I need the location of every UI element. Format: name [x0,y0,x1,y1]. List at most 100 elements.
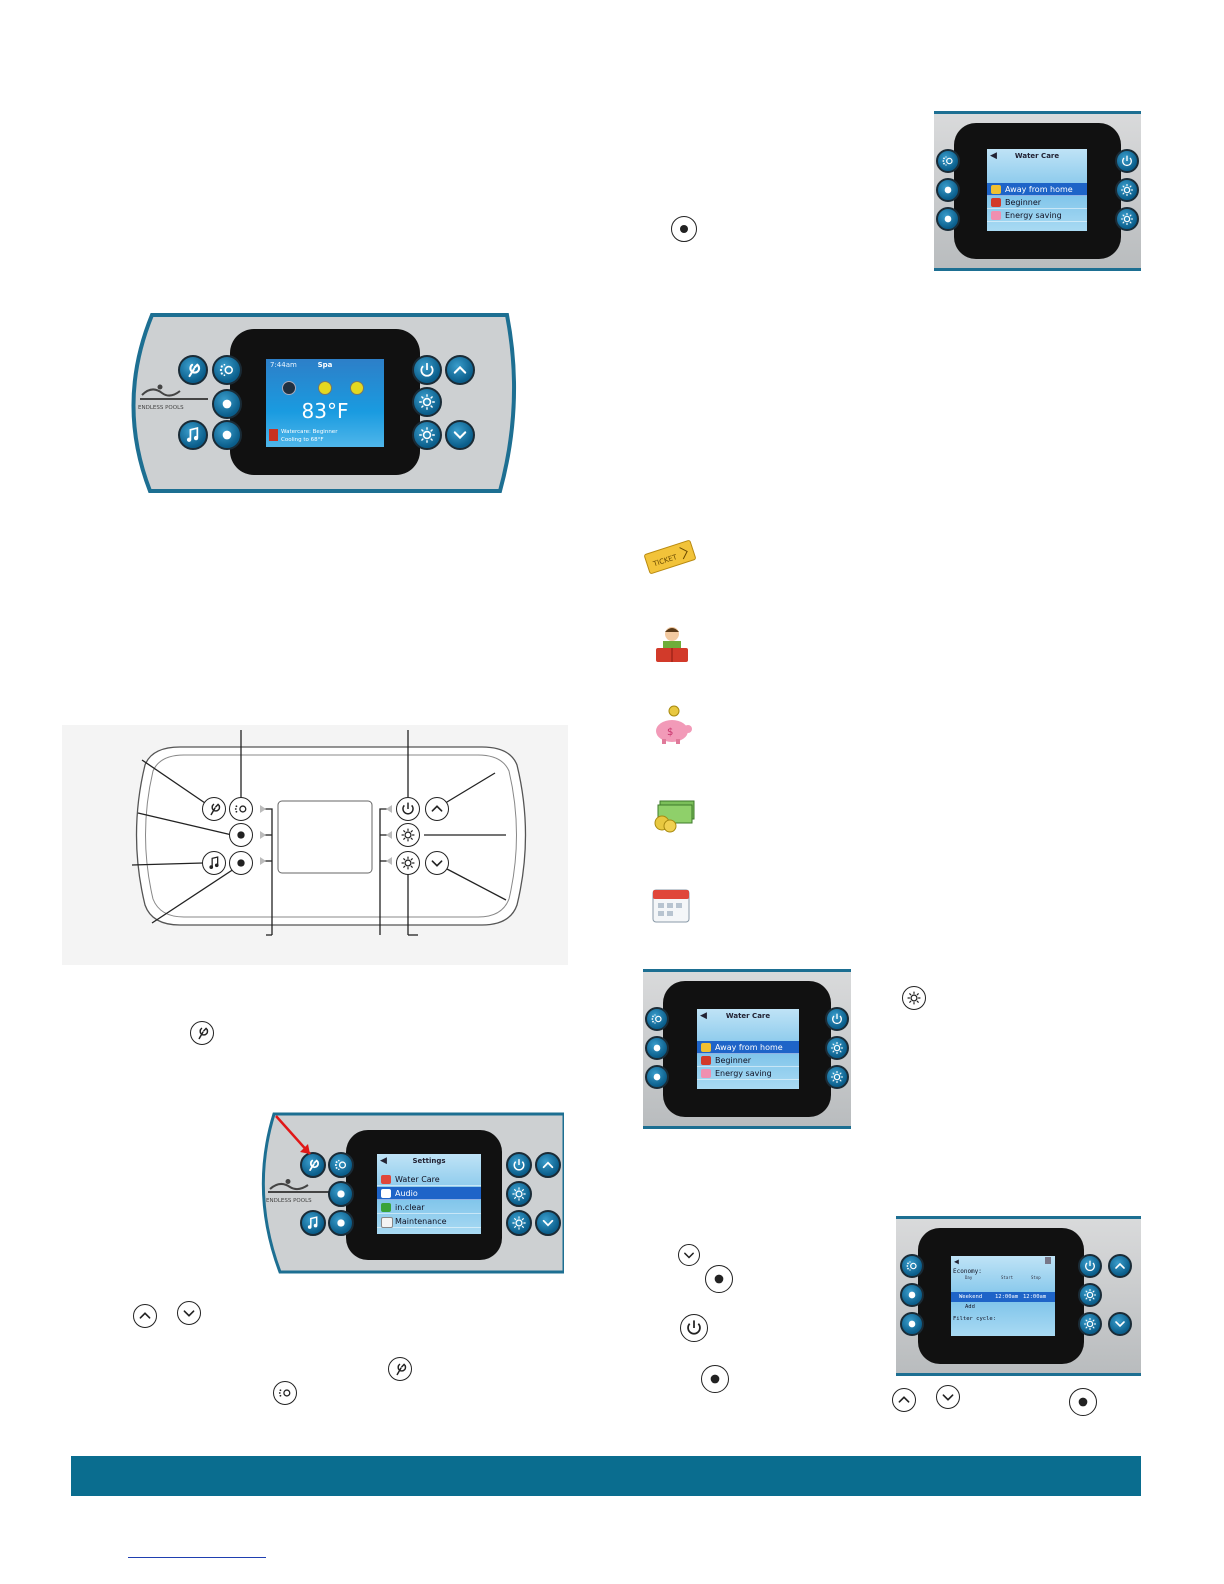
pointer-arrow [275,1115,311,1155]
select-button[interactable] [212,389,242,419]
light-button[interactable] [1115,178,1139,202]
down-button[interactable] [1108,1312,1132,1336]
ticket-icon: TICKET [642,537,698,577]
power-button[interactable] [1078,1254,1102,1278]
power-button[interactable] [1115,149,1139,173]
list-item[interactable]: Maintenance [377,1215,481,1228]
water-care-panel-top: ◀ Water Care Away from home Beginner Ene… [934,111,1141,271]
schedule-panel: ◀ Economy: Day Start Stop Weekend 12:00a… [896,1216,1141,1376]
power-button-icon [680,1314,708,1342]
music-note-icon [381,1189,391,1198]
select-button-2[interactable] [229,851,253,875]
select-button[interactable] [328,1181,354,1207]
light-button-2[interactable] [506,1210,532,1236]
list-item[interactable]: Beginner [987,196,1087,209]
up-button-icon [892,1388,916,1412]
jets-button[interactable] [229,797,253,821]
select-button[interactable] [936,178,960,202]
endless-pools-logo: ENDLESS POOLS [138,383,218,413]
light-button-2[interactable] [396,851,420,875]
water-care-screen: ◀ Water Care Away from home Beginner Ene… [697,1009,799,1089]
back-arrow-icon[interactable]: ◀ [990,151,997,161]
mode-label: Spa [317,361,333,369]
button-layout-diagram [62,725,568,965]
jets-button[interactable] [936,149,960,173]
select-button-icon [671,216,697,242]
select-button-2[interactable] [900,1312,924,1336]
main-display: 7:44am Spa 83°F Watercare: Beginner Cool… [266,359,384,447]
select-button[interactable] [229,823,253,847]
power-button[interactable] [825,1007,849,1031]
light-button-2[interactable] [412,420,442,450]
back-arrow-icon[interactable]: ◀ [954,1257,959,1266]
select-button[interactable] [900,1283,924,1307]
select-button-2[interactable] [328,1210,354,1236]
piggy-bank-icon [991,211,1001,220]
power-button[interactable] [506,1152,532,1178]
water-care-screen: ◀ Water Care Away from home Beginner Ene… [987,149,1087,231]
select-button-icon [705,1265,733,1293]
schedule-row[interactable]: Weekend 12:00am 12:00am [951,1292,1055,1302]
jets-button[interactable] [645,1007,669,1031]
jets-button[interactable] [212,355,242,385]
list-item[interactable]: Away from home [697,1041,799,1054]
light-button[interactable] [1078,1283,1102,1307]
light-button-2[interactable] [1115,207,1139,231]
indicator-light-1 [318,381,332,395]
select-button-2[interactable] [645,1065,669,1089]
list-item[interactable]: Beginner [697,1054,799,1067]
trash-icon[interactable] [1045,1257,1051,1264]
svg-text:$: $ [667,727,673,738]
water-care-panel-mid: ◀ Water Care Away from home Beginner Ene… [643,969,851,1129]
light-button[interactable] [825,1036,849,1060]
filter-cycle-label: Filter cycle: [953,1316,997,1322]
add-entry[interactable]: Add [965,1304,975,1310]
col-start: Start [1001,1275,1014,1280]
indicator-light-2 [350,381,364,395]
list-item[interactable]: Energy saving [697,1067,799,1080]
light-button[interactable] [506,1181,532,1207]
beginner-reader-icon [991,198,1001,207]
down-button[interactable] [535,1210,561,1236]
light-button-2[interactable] [825,1065,849,1089]
list-item[interactable]: Away from home [987,183,1087,196]
light-button[interactable] [396,823,420,847]
select-button[interactable] [645,1036,669,1060]
up-button[interactable] [445,355,475,385]
select-button-2[interactable] [936,207,960,231]
power-button[interactable] [412,355,442,385]
light-button-2[interactable] [1078,1312,1102,1336]
settings-button[interactable] [300,1152,326,1178]
power-button[interactable] [396,797,420,821]
audio-button[interactable] [300,1210,326,1236]
back-arrow-icon[interactable]: ◀ [700,1011,707,1021]
audio-button[interactable] [178,420,208,450]
screen-title: Water Care [1014,152,1060,160]
light-button[interactable] [412,387,442,417]
up-button[interactable] [1108,1254,1132,1278]
list-item[interactable]: in.clear [377,1201,481,1214]
jets-button[interactable] [328,1152,354,1178]
footer-bar [71,1456,1141,1496]
jets-button[interactable] [900,1254,924,1278]
settings-button[interactable] [202,797,226,821]
down-button-icon [678,1244,700,1266]
back-arrow-icon[interactable]: ◀ [380,1156,387,1166]
main-control-panel: 7:44am Spa 83°F Watercare: Beginner Cool… [122,313,526,493]
piggy-bank-icon: $ [650,705,694,745]
down-button[interactable] [425,851,449,875]
down-button[interactable] [445,420,475,450]
audio-button[interactable] [202,851,226,875]
beginner-reader-icon [701,1056,711,1065]
up-button[interactable] [535,1152,561,1178]
list-item[interactable]: Audio [377,1187,481,1200]
settings-button[interactable] [178,355,208,385]
list-item[interactable]: Energy saving [987,209,1087,222]
status-line-1: Watercare: Beginner [281,429,338,435]
light-button-icon [902,986,926,1010]
col-stop: Stop [1031,1275,1041,1280]
up-button[interactable] [425,797,449,821]
list-item[interactable]: Water Care [377,1173,481,1186]
select-button-2[interactable] [212,420,242,450]
calendar-icon [381,1175,391,1184]
